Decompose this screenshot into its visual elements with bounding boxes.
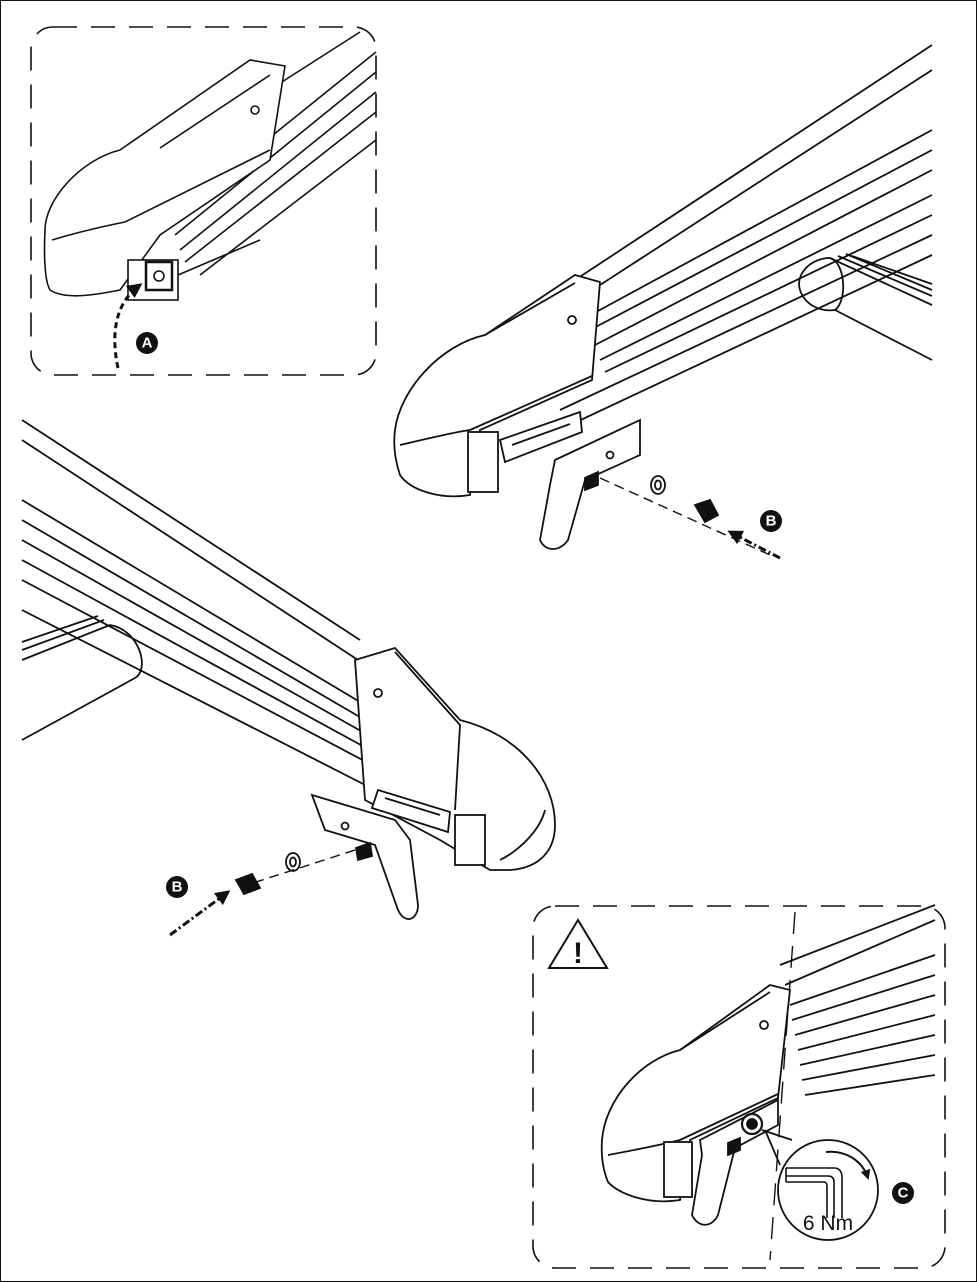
roof-bar-left: [21, 419, 556, 920]
label-b-left-badge: [166, 876, 188, 898]
roof-bar-right: [393, 44, 933, 556]
label-c-badge: [892, 1182, 914, 1204]
label-b-right: B: [766, 513, 777, 530]
tighten-arrow: [825, 1150, 871, 1180]
torque-callout: 6 Nm: [777, 1139, 879, 1241]
detail-box-a: A: [30, 26, 377, 376]
insert-arrow-a: [113, 283, 143, 369]
detail-box-c: !: [532, 904, 946, 1269]
insert-arrow-b-right: [727, 530, 781, 560]
hex-key-icon: [785, 1167, 843, 1218]
label-a: A: [142, 335, 153, 352]
torque-value: 6 Nm: [803, 1212, 853, 1235]
insert-arrow-b-left: [169, 890, 231, 937]
label-a-badge: [136, 332, 158, 354]
warning-triangle-icon: [547, 918, 609, 969]
label-c: C: [898, 1185, 909, 1202]
label-b-left: B: [172, 879, 183, 896]
warning-symbol: !: [573, 937, 583, 970]
label-b-right-badge: [760, 510, 782, 532]
